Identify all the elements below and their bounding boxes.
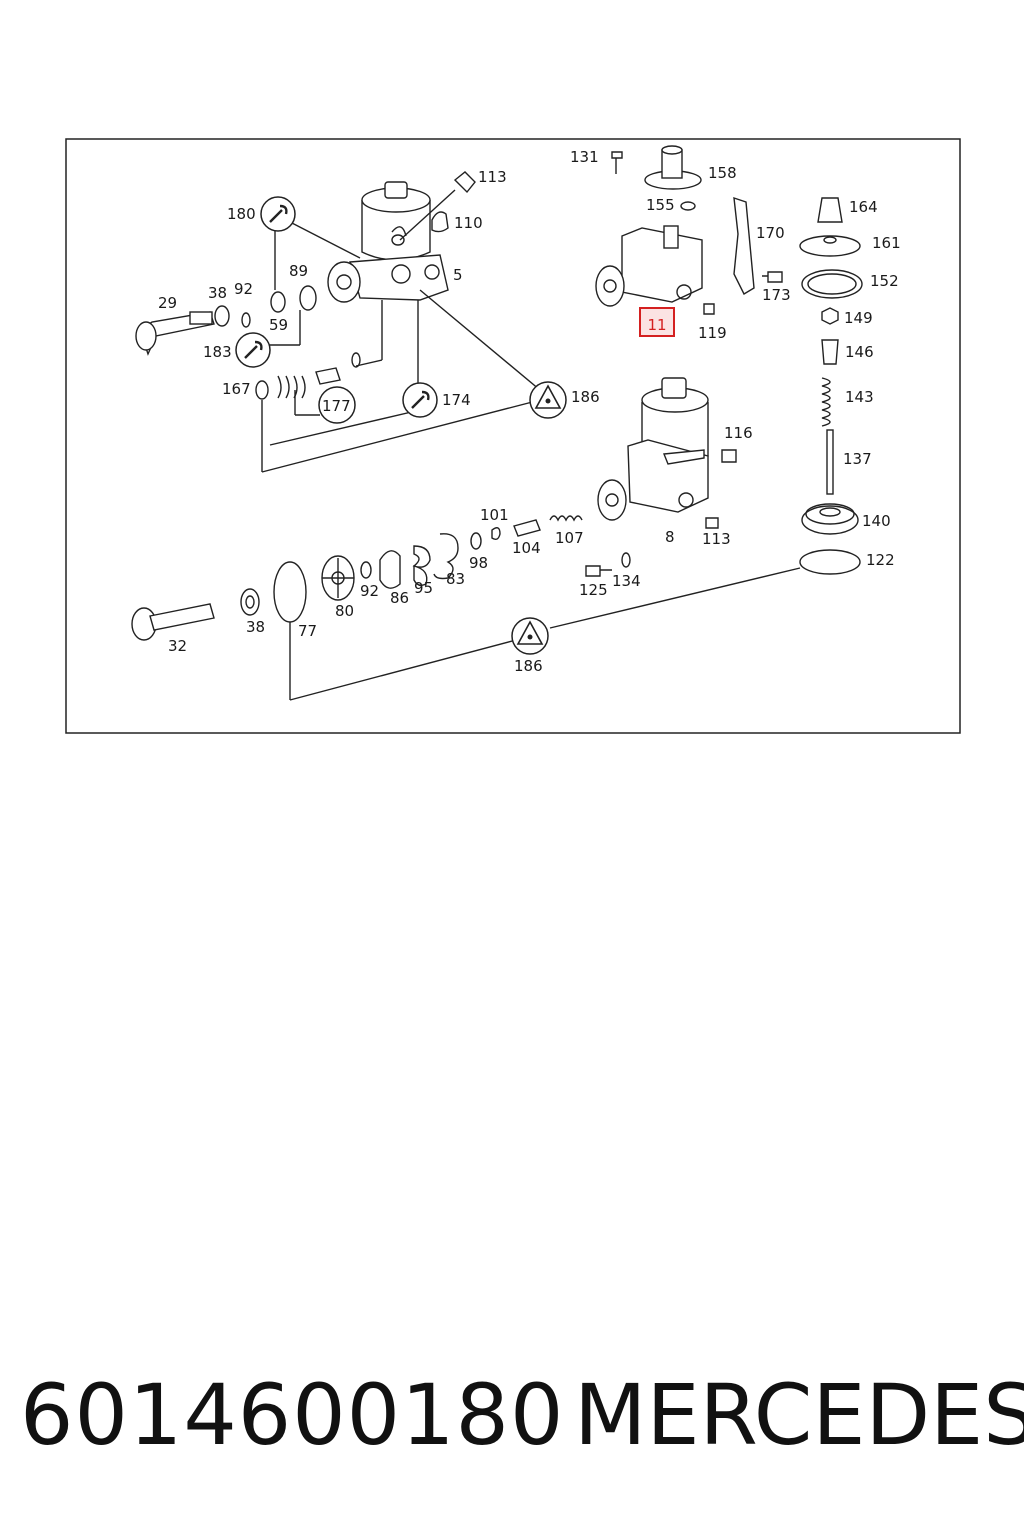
label-104: 104 xyxy=(512,539,541,557)
label-113: 113 xyxy=(478,168,507,186)
label-143: 143 xyxy=(845,388,874,406)
brand-name: MERCEDES xyxy=(574,1366,1024,1464)
label-137: 137 xyxy=(843,450,872,468)
label-5: 5 xyxy=(453,266,463,284)
label-173: 173 xyxy=(762,286,791,304)
label-122: 122 xyxy=(866,551,895,569)
label-92b: 92 xyxy=(360,582,379,600)
part-number: 6014600180 xyxy=(20,1366,565,1464)
highlight-label: 11 xyxy=(647,316,666,334)
label-167: 167 xyxy=(222,380,251,398)
label-180: 180 xyxy=(227,205,256,223)
footer: 6014600180 MERCEDES xyxy=(0,1365,1024,1475)
label-107: 107 xyxy=(555,529,584,547)
label-80: 80 xyxy=(335,602,354,620)
label-38b: 38 xyxy=(246,618,265,636)
drawing-linework xyxy=(131,145,863,701)
label-152: 152 xyxy=(870,272,899,290)
wrench-icon xyxy=(244,204,430,409)
label-113b: 113 xyxy=(702,530,731,548)
label-170: 170 xyxy=(756,224,785,242)
highlight-box xyxy=(639,307,675,337)
triangle-tool-icon xyxy=(516,384,562,645)
label-131: 131 xyxy=(570,148,599,166)
label-125: 125 xyxy=(579,581,608,599)
label-8: 8 xyxy=(665,528,675,546)
label-158: 158 xyxy=(708,164,737,182)
label-183: 183 xyxy=(203,343,232,361)
label-77: 77 xyxy=(298,622,317,640)
label-155: 155 xyxy=(646,196,675,214)
label-134: 134 xyxy=(612,572,641,590)
part-labels: 131 158 113 110 180 155 170 164 161 5 29… xyxy=(158,148,901,675)
label-98: 98 xyxy=(469,554,488,572)
label-89: 89 xyxy=(289,262,308,280)
label-149: 149 xyxy=(844,309,873,327)
label-161: 161 xyxy=(872,234,901,252)
label-29: 29 xyxy=(158,294,177,312)
label-86: 86 xyxy=(390,589,409,607)
label-186: 186 xyxy=(571,388,600,406)
label-174: 174 xyxy=(442,391,471,409)
label-177: 177 xyxy=(322,397,351,415)
label-140: 140 xyxy=(862,512,891,530)
label-186b: 186 xyxy=(514,657,543,675)
label-110: 110 xyxy=(454,214,483,232)
diagram-border xyxy=(65,138,961,734)
label-101: 101 xyxy=(480,506,509,524)
label-83: 83 xyxy=(446,570,465,588)
parts-diagram: 11 131 158 113 110 180 155 170 164 161 5… xyxy=(0,0,1024,760)
label-146: 146 xyxy=(845,343,874,361)
label-32: 32 xyxy=(168,637,187,655)
label-59: 59 xyxy=(269,316,288,334)
label-119: 119 xyxy=(698,324,727,342)
label-116: 116 xyxy=(724,424,753,442)
label-38: 38 xyxy=(208,284,227,302)
label-95: 95 xyxy=(414,579,433,597)
label-164: 164 xyxy=(849,198,878,216)
label-92: 92 xyxy=(234,280,253,298)
